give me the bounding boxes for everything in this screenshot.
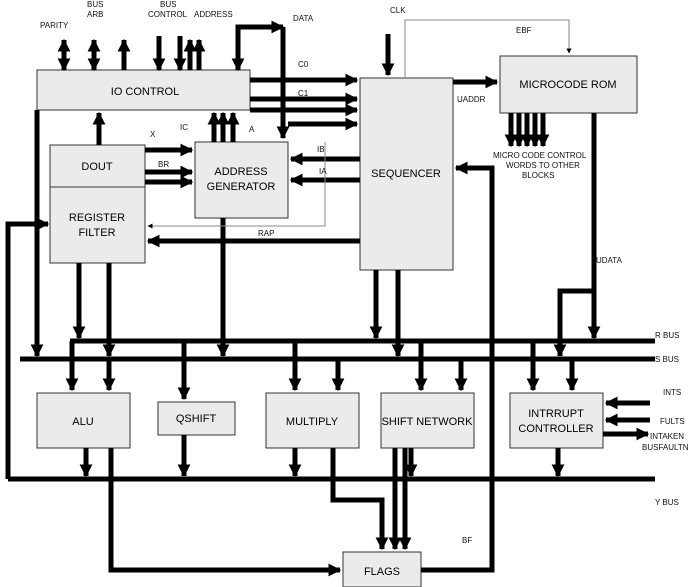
- bus-control-label-2: CONTROL: [148, 10, 188, 19]
- multiply-to-flags: [330, 448, 389, 551]
- data-label: DATA: [293, 14, 314, 23]
- alu-to-flags: [108, 448, 342, 577]
- c1-label: C1: [298, 89, 309, 98]
- bus-control-label-1: BUS: [160, 0, 176, 9]
- bf-label: BF: [462, 536, 472, 545]
- microcode-rom-block: [499, 55, 638, 114]
- multiply-label: MULTIPLY: [286, 416, 339, 428]
- ic-label: IC: [180, 123, 188, 132]
- address-generator-label-1: ADDRESS: [214, 166, 267, 178]
- shift-network-block: [380, 392, 475, 449]
- qshift-label: QSHIFT: [176, 413, 217, 425]
- micro-code-label-1: MICRO CODE CONTROL: [493, 151, 587, 160]
- io-control-label: IO CONTROL: [111, 86, 179, 98]
- y-bus-feedback: [5, 221, 38, 479]
- bf-line: [421, 161, 495, 573]
- address-generator-label-2: GENERATOR: [207, 181, 276, 193]
- ebf-line: [404, 19, 572, 78]
- sequencer-label: SEQUENCER: [371, 168, 441, 180]
- micro-code-label-3: BLOCKS: [522, 171, 554, 180]
- address-label: ADDRESS: [194, 10, 233, 19]
- shift-network-label: SHIFT NETWORK: [382, 416, 474, 428]
- udata-branch: [553, 288, 594, 358]
- register-filter-label-2: FILTER: [78, 227, 115, 239]
- micro-code-label-2: WORDS TO OTHER: [506, 161, 580, 170]
- sequencer-block: [359, 77, 454, 271]
- a-label: A: [249, 125, 255, 134]
- uaddr-label: UADDR: [457, 95, 486, 104]
- register-filter-label-1: REGISTER: [69, 212, 125, 224]
- alu-block: [36, 392, 131, 449]
- udata-label: UDATA: [596, 256, 623, 265]
- flags-block: [342, 551, 422, 587]
- register-filter-block: [49, 186, 146, 264]
- microcode-rom-label: MICROCODE ROM: [519, 79, 616, 91]
- qshift-block: [157, 401, 236, 436]
- flags-label: FLAGS: [364, 566, 400, 578]
- interrupt-controller-block: [509, 392, 604, 449]
- fults-label: FULTS: [660, 417, 685, 426]
- br-label: BR: [158, 160, 169, 169]
- alu-label: ALU: [72, 416, 93, 428]
- x-label: X: [150, 130, 156, 139]
- ia-label: IA: [319, 167, 327, 176]
- s-bus-label: S BUS: [655, 355, 679, 364]
- rap-label: RAP: [258, 229, 274, 238]
- ib-label: IB: [317, 145, 325, 154]
- interrupt-controller-label-1: INTRRUPT: [528, 408, 584, 420]
- y-bus-label: Y BUS: [655, 498, 679, 507]
- io-control-block: [36, 69, 251, 111]
- bus-arb-label-2: ARB: [87, 10, 103, 19]
- data-bus-arrow: [235, 20, 285, 70]
- address-generator-block: [194, 141, 289, 219]
- dout-label: DOUT: [81, 161, 112, 173]
- r-bus-label: R BUS: [655, 331, 679, 340]
- multiply-block: [265, 392, 360, 449]
- ints-label: INTS: [663, 388, 681, 397]
- c0-label: C0: [298, 60, 309, 69]
- rap-thin-line: [147, 142, 326, 229]
- ebf-label: EBF: [516, 26, 532, 35]
- interrupt-controller-label-2: CONTROLLER: [518, 423, 593, 435]
- busfaultn-label: BUSFAULTN: [642, 443, 689, 452]
- intaken-label: INTAKEN: [650, 432, 684, 441]
- bus-arb-label-1: BUS: [87, 0, 103, 9]
- clk-label: CLK: [390, 6, 406, 15]
- parity-label: PARITY: [40, 21, 69, 30]
